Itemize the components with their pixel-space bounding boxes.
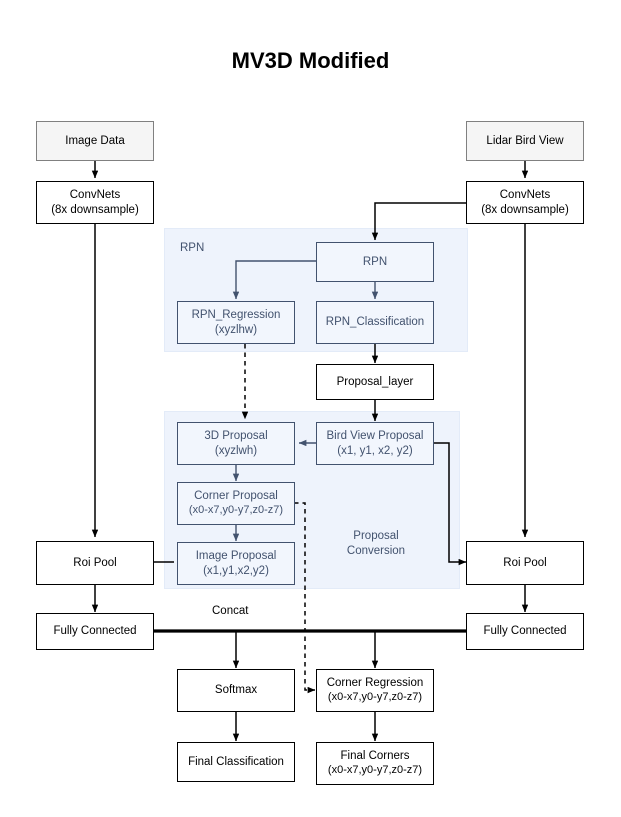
node-convnets-right-line2: (8x downsample)	[481, 203, 569, 216]
node-rpn-regression[interactable]: RPN_Regression (xyzlhw)	[177, 301, 295, 344]
node-softmax[interactable]: Softmax	[177, 669, 295, 712]
node-softmax-label: Softmax	[214, 684, 258, 697]
node-fully-connected-right[interactable]: Fully Connected	[466, 613, 584, 650]
node-rpn-classification[interactable]: RPN_Classification	[316, 301, 434, 344]
node-final-corners[interactable]: Final Corners (x0-x7,y0-y7,z0-z7)	[316, 742, 434, 785]
node-convnets-left-line1: ConvNets	[69, 189, 121, 202]
node-fully-connected-right-label: Fully Connected	[483, 625, 567, 638]
node-image-proposal-line1: Image Proposal	[195, 550, 277, 563]
node-rpn[interactable]: RPN	[316, 242, 434, 282]
node-image-data[interactable]: Image Data	[36, 121, 154, 161]
node-roi-pool-right-label: Roi Pool	[503, 556, 547, 569]
group-label-rpn: RPN	[180, 242, 205, 254]
node-convnets-right-line1: ConvNets	[499, 189, 551, 202]
node-3d-proposal-line1: 3D Proposal	[204, 430, 268, 443]
node-fully-connected-left[interactable]: Fully Connected	[36, 613, 154, 650]
node-corner-proposal[interactable]: Corner Proposal (x0-x7,y0-y7,z0-z7)	[177, 482, 295, 525]
node-rpn-regression-line1: RPN_Regression	[191, 309, 281, 322]
node-rpn-classification-label: RPN_Classification	[325, 316, 425, 329]
node-proposal-layer[interactable]: Proposal_layer	[316, 364, 434, 400]
proposal-conversion-line1: Proposal	[353, 530, 399, 542]
node-roi-pool-right[interactable]: Roi Pool	[466, 541, 584, 585]
node-image-data-label: Image Data	[65, 134, 125, 147]
node-corner-regression-line2: (x0-x7,y0-y7,z0-z7)	[327, 690, 423, 703]
proposal-conversion-line2: Conversion	[346, 544, 406, 557]
node-convnets-left[interactable]: ConvNets (8x downsample)	[36, 181, 154, 224]
group-label-proposal-conversion: Proposal Conversion	[336, 529, 416, 559]
node-final-corners-line1: Final Corners	[340, 750, 410, 763]
node-roi-pool-left-label: Roi Pool	[73, 556, 117, 569]
page-title: MV3D Modified	[231, 48, 390, 73]
node-proposal-layer-label: Proposal_layer	[336, 375, 414, 388]
label-concat: Concat	[212, 605, 249, 617]
node-corner-proposal-line1: Corner Proposal	[194, 490, 278, 503]
node-final-corners-line2: (x0-x7,y0-y7,z0-z7)	[327, 763, 423, 776]
node-rpn-regression-line2: (xyzlhw)	[214, 323, 258, 336]
node-final-classification-label: Final Classification	[188, 755, 284, 768]
node-lidar-bird-view[interactable]: Lidar Bird View	[466, 121, 584, 161]
node-bird-view-proposal[interactable]: Bird View Proposal (x1, y1, x2, y2)	[316, 422, 434, 465]
node-3d-proposal-line2: (xyzlwh)	[214, 444, 258, 457]
node-convnets-right[interactable]: ConvNets (8x downsample)	[466, 181, 584, 224]
node-bird-view-proposal-line2: (x1, y1, x2, y2)	[337, 444, 413, 457]
node-corner-regression[interactable]: Corner Regression (x0-x7,y0-y7,z0-z7)	[316, 669, 434, 712]
node-convnets-left-line2: (8x downsample)	[51, 203, 139, 216]
node-final-classification[interactable]: Final Classification	[177, 742, 295, 782]
node-image-proposal[interactable]: Image Proposal (x1,y1,x2,y2)	[177, 542, 295, 585]
node-rpn-label: RPN	[362, 255, 388, 268]
node-roi-pool-left[interactable]: Roi Pool	[36, 541, 154, 585]
node-3d-proposal[interactable]: 3D Proposal (xyzlwh)	[177, 422, 295, 465]
node-bird-view-proposal-line1: Bird View Proposal	[326, 430, 424, 443]
node-image-proposal-line2: (x1,y1,x2,y2)	[203, 564, 269, 577]
node-lidar-bird-view-label: Lidar Bird View	[486, 134, 564, 147]
node-corner-regression-line1: Corner Regression	[326, 677, 424, 690]
node-fully-connected-left-label: Fully Connected	[53, 625, 137, 638]
node-corner-proposal-line2: (x0-x7,y0-y7,z0-z7)	[188, 503, 284, 516]
